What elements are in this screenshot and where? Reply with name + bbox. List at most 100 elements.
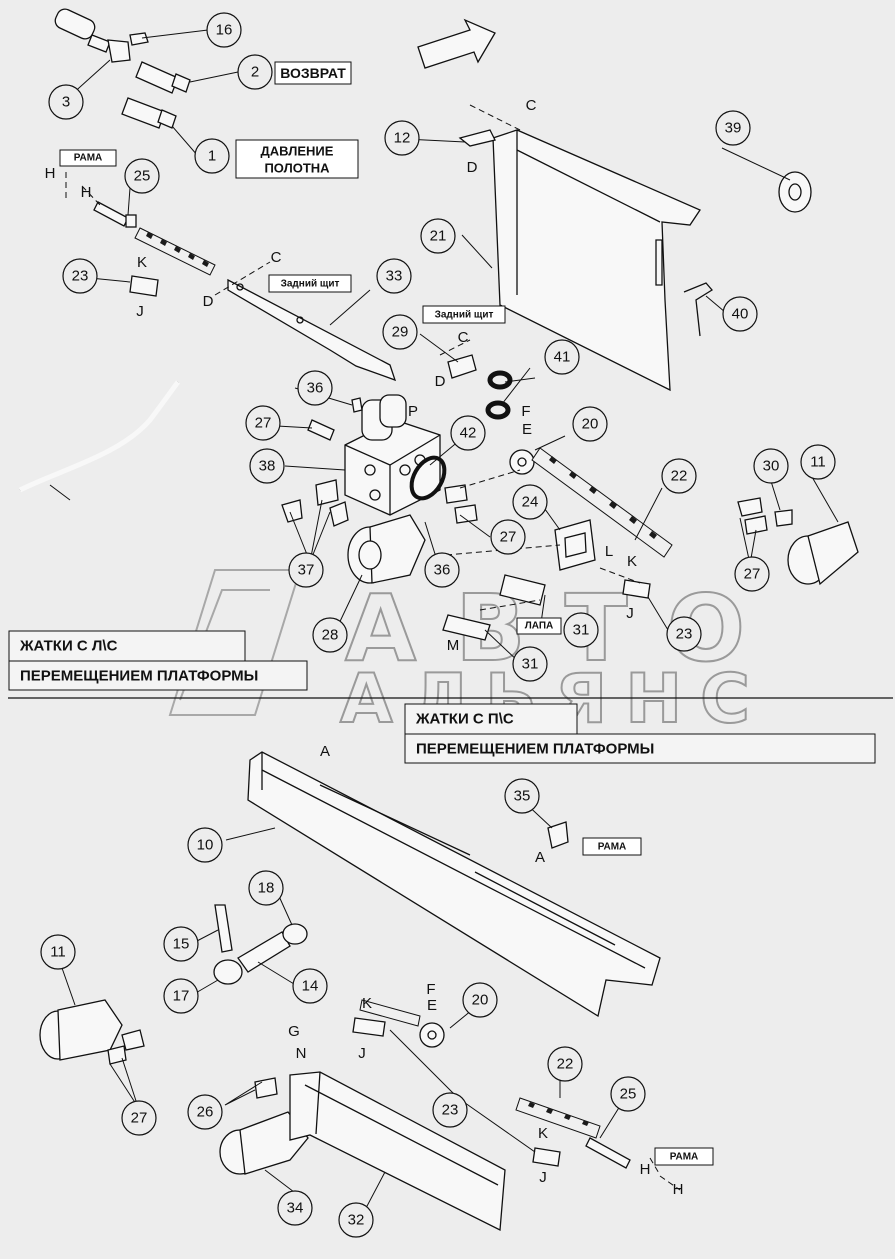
hose-end-part — [54, 8, 149, 63]
svg-text:27: 27 — [255, 415, 272, 432]
callout-11-lower: 11 — [40, 934, 76, 970]
svg-text:12: 12 — [394, 130, 411, 147]
svg-text:3: 3 — [62, 94, 70, 111]
svg-text:11: 11 — [810, 454, 826, 471]
letter-a-1: A — [320, 743, 330, 760]
callout-23-right: 23 — [666, 616, 702, 652]
frame-label-box-3: РАМА — [654, 1147, 714, 1166]
svg-text:РАМА: РАМА — [598, 842, 627, 853]
letter-d-1: D — [467, 159, 478, 176]
callout-22-upper: 22 — [661, 458, 697, 494]
section-box-right: ЖАТКИ С П\С ПЕРЕМЕЩЕНИЕМ ПЛАТФОРМЫ — [404, 703, 876, 764]
callout-17: 17 — [163, 978, 199, 1014]
valve-block-part — [344, 394, 441, 516]
svg-text:РАМА: РАМА — [670, 1152, 699, 1163]
section-box-left: ЖАТКИ С Л\С ПЕРЕМЕЩЕНИЕМ ПЛАТФОРМЫ — [8, 630, 308, 691]
svg-text:38: 38 — [259, 458, 276, 475]
svg-text:Задний щит: Задний щит — [435, 310, 494, 321]
callout-25-lower: 25 — [610, 1076, 646, 1112]
clamp-part-17 — [213, 959, 243, 985]
svg-text:40: 40 — [732, 306, 749, 323]
svg-text:28: 28 — [322, 627, 339, 644]
pin-part-upper — [93, 201, 137, 228]
callout-26: 26 — [187, 1094, 223, 1130]
callout-28: 28 — [312, 617, 348, 653]
svg-text:41: 41 — [554, 349, 571, 366]
callout-3: 3 — [48, 84, 84, 120]
tube-part-14 — [237, 931, 291, 973]
callout-24: 24 — [512, 484, 548, 520]
letter-k-4: K — [538, 1125, 548, 1142]
connector-link-lower — [352, 1017, 386, 1037]
callout-41: 41 — [544, 339, 580, 375]
rear-shield-label-box-2: Задний щит — [422, 305, 506, 324]
letter-d-2: D — [203, 293, 214, 310]
connector-link-right — [622, 579, 651, 599]
callout-33: 33 — [376, 258, 412, 294]
return-coupler-part — [135, 61, 191, 94]
callout-2: 2 — [237, 54, 273, 90]
fittings-part-30 — [737, 497, 793, 535]
letter-j-4: J — [539, 1169, 547, 1186]
frame-label-box-1: РАМА — [59, 149, 117, 167]
callout-34: 34 — [277, 1190, 313, 1226]
letter-c-3: C — [458, 329, 469, 346]
svg-text:ПЕРЕМЕЩЕНИЕМ ПЛАТФОРМЫ: ПЕРЕМЕЩЕНИЕМ ПЛАТФОРМЫ — [416, 741, 654, 758]
callout-40: 40 — [722, 296, 758, 332]
bracket-part-12 — [458, 129, 496, 147]
letter-k-2: K — [627, 553, 637, 570]
letter-f-2: F — [426, 981, 435, 998]
letter-h-1: H — [45, 165, 56, 182]
letter-k-1: K — [137, 254, 147, 271]
callout-31-lower: 31 — [512, 646, 548, 682]
letter-j-2: J — [626, 605, 634, 622]
svg-text:ДАВЛЕНИЕ: ДАВЛЕНИЕ — [261, 144, 334, 159]
bracket-part-15 — [214, 904, 233, 953]
connector-link-lower-right — [532, 1147, 561, 1167]
svg-text:34: 34 — [287, 1200, 304, 1217]
chain-part-lower-right — [515, 1097, 601, 1139]
return-label-box: ВОЗВРАТ — [274, 61, 352, 85]
callout-31-upper: 31 — [563, 612, 599, 648]
letter-l: L — [605, 543, 613, 560]
letter-e-1: E — [522, 421, 532, 438]
rear-shield-label-box-1: Задний щит — [268, 274, 352, 293]
seal-ring-part — [409, 455, 447, 501]
svg-text:22: 22 — [557, 1056, 574, 1073]
svg-text:2: 2 — [251, 64, 259, 81]
callout-16: 16 — [206, 12, 242, 48]
letter-n: N — [296, 1045, 307, 1062]
letter-h-2: H — [81, 184, 92, 201]
callout-30: 30 — [753, 448, 789, 484]
svg-text:23: 23 — [72, 268, 89, 285]
svg-text:16: 16 — [216, 22, 233, 39]
callout-1: 1 — [194, 138, 230, 174]
callout-11-upper: 11 — [800, 444, 836, 480]
svg-text:18: 18 — [258, 880, 275, 897]
plate-parts — [442, 574, 546, 641]
pin-part-lower — [585, 1137, 631, 1169]
svg-text:32: 32 — [348, 1212, 365, 1229]
letter-j-3: J — [358, 1045, 366, 1062]
pressure-coupler-part — [121, 97, 177, 129]
svg-text:25: 25 — [620, 1086, 637, 1103]
sprocket-part-lower — [419, 1022, 445, 1048]
chain-part-lower-left — [359, 999, 421, 1027]
letter-h-3: H — [640, 1161, 651, 1178]
svg-text:ЖАТКИ С Л\С: ЖАТКИ С Л\С — [19, 638, 118, 655]
svg-text:29: 29 — [392, 324, 409, 341]
callout-36-lower: 36 — [424, 552, 460, 588]
svg-text:20: 20 — [472, 992, 489, 1009]
svg-text:ЛАПА: ЛАПА — [525, 621, 554, 632]
svg-text:26: 26 — [197, 1104, 214, 1121]
connector-link-upper — [129, 275, 159, 297]
svg-text:Задний щит: Задний щит — [281, 279, 340, 290]
svg-text:22: 22 — [671, 468, 688, 485]
frame-label-box-2: РАМА — [582, 837, 642, 856]
svg-text:10: 10 — [197, 837, 214, 854]
svg-text:25: 25 — [134, 168, 151, 185]
callout-10: 10 — [187, 827, 223, 863]
callout-21: 21 — [420, 218, 456, 254]
callout-39: 39 — [715, 110, 751, 146]
